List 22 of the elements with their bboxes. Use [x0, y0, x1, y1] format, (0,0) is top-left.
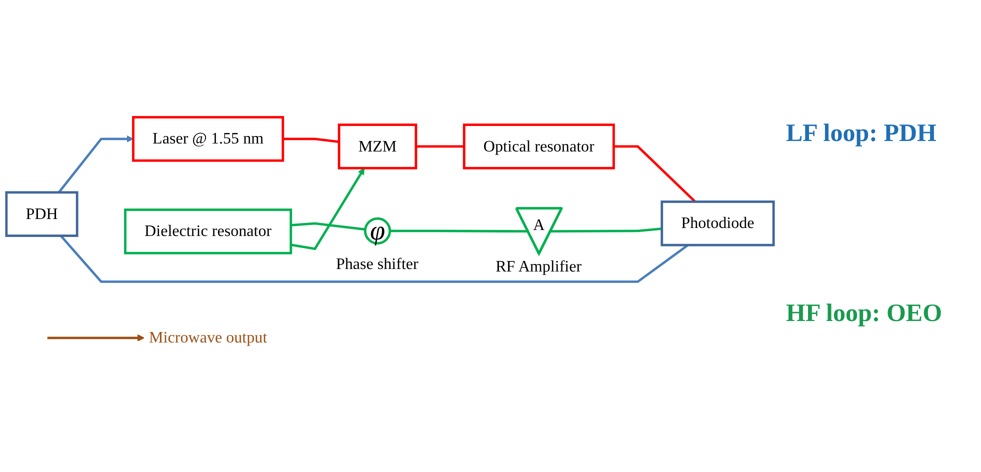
- connector: [282, 138, 340, 144]
- loop-label: HF loop: OEO: [786, 300, 942, 328]
- node-box: PDH: [5, 191, 78, 237]
- arrow: [47, 334, 144, 342]
- arrow: [58, 135, 134, 194]
- node-text: Microwave output: [148, 329, 268, 347]
- node-box: Dielectric resonator: [124, 208, 292, 254]
- node-box: Photodiode: [660, 200, 775, 246]
- connector: [614, 145, 696, 203]
- node-box: Laser @ 1.55 nm: [132, 116, 284, 162]
- phase-shifter-caption: Phase shifter: [336, 256, 418, 274]
- connector: [416, 145, 464, 148]
- connector: [60, 234, 689, 283]
- arrow: [290, 168, 365, 250]
- connector: [390, 230, 528, 233]
- connector: [550, 227, 662, 233]
- node-circle: φ: [364, 217, 392, 245]
- loop-label: LF loop: PDH: [786, 120, 936, 148]
- amplifier-caption: RF Amplifier: [496, 258, 582, 276]
- node-box: Optical resonator: [462, 124, 615, 170]
- node-box: MZM: [338, 124, 418, 170]
- connector: [290, 222, 366, 231]
